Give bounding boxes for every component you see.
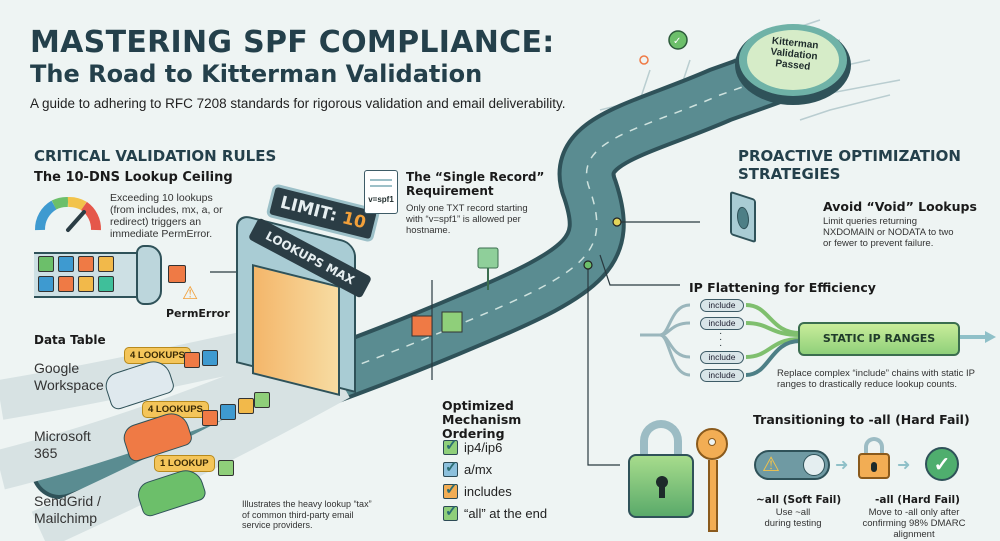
padlock-icon (628, 420, 694, 518)
cube-icon (220, 404, 236, 420)
arrow-icon: ➜ (835, 457, 849, 474)
checklist-label: includes (464, 483, 512, 499)
provider-label: Google Workspace (34, 360, 104, 393)
cube-icon (202, 350, 218, 366)
cube-icon (78, 276, 94, 292)
mechanism-checklist: ip4/ip6 a/mx includes “all” at the end (443, 436, 547, 524)
cube-icon (58, 276, 74, 292)
data-table-heading: Data Table (34, 333, 106, 347)
ip-flattening-text: Replace complex “include” chains with st… (777, 368, 975, 390)
warning-icon: ⚠ (762, 454, 780, 476)
provider-label: SendGrid / Mailchimp (34, 493, 101, 526)
soft-fail-text: Use ~all during testing (764, 507, 822, 529)
void-lookups-title: Avoid “Void” Lookups (823, 199, 977, 214)
mechanism-ordering-title: Optimized Mechanism Ordering (442, 398, 522, 441)
page-title: MASTERING SPF COMPLIANCE: (30, 25, 555, 60)
checklist-item: includes (443, 480, 547, 502)
gate-opening (252, 264, 340, 396)
ellipsis-icon: ··· (719, 328, 723, 351)
lookup-ceiling-title: The 10-DNS Lookup Ceiling (34, 170, 233, 185)
check-circle-icon: ✓ (925, 447, 959, 481)
cube-icon (202, 410, 218, 426)
limit-label: LIMIT: (278, 192, 340, 227)
single-record-title: The “Single Record” Requirement (406, 170, 545, 198)
cube-icon (78, 256, 94, 272)
include-pill: include (700, 299, 744, 312)
include-branches (640, 303, 996, 377)
checkbox-icon (443, 502, 458, 521)
ip-flattening-title: IP Flattening for Efficiency (689, 280, 876, 295)
checklist-label: “all” at the end (464, 505, 548, 521)
cube-icon (38, 256, 54, 272)
page-subtitle-heading: The Road to Kitterman Validation (30, 60, 483, 88)
checklist-label: ip4/ip6 (464, 439, 503, 455)
cube-icon (254, 392, 270, 408)
static-ip-pipe: STATIC IP RANGES (798, 322, 960, 356)
cube-icon (184, 352, 200, 368)
soft-fail-label: ~all (Soft Fail) (756, 494, 842, 506)
funnel-icon (136, 245, 162, 305)
document-icon: v=spf1 (364, 170, 398, 214)
page-subtitle: A guide to adhering to RFC 7208 standard… (30, 96, 566, 111)
arrow-icon: ➜ (897, 457, 911, 474)
lookup-ceiling-text: Exceeding 10 lookups (from includes, mx,… (110, 192, 223, 240)
critical-rules-heading: CRITICAL VALIDATION RULES (34, 147, 277, 165)
svg-text:✓: ✓ (673, 36, 681, 47)
cube-icon (218, 460, 234, 476)
checkbox-icon (443, 436, 458, 455)
warning-icon: ⚠ (182, 283, 199, 303)
include-pill: include (700, 317, 744, 330)
single-record-text: Only one TXT record starting with “v=spf… (406, 203, 528, 236)
cube-icon (98, 256, 114, 272)
cube-icon (38, 276, 54, 292)
checkbox-icon (443, 480, 458, 499)
checkbox-icon (443, 458, 458, 477)
soft-fail-toggle: ⚠ (754, 450, 830, 480)
checklist-item: “all” at the end (443, 502, 547, 524)
key-icon (696, 428, 728, 532)
small-padlock-icon (858, 437, 890, 479)
hard-fail-title: Transitioning to -all (Hard Fail) (753, 412, 970, 427)
cube-icon (238, 398, 254, 414)
include-pill: include (700, 369, 744, 382)
checklist-item: a/mx (443, 458, 547, 480)
checklist-label: a/mx (464, 461, 493, 477)
proactive-heading: PROACTIVE OPTIMIZATION STRATEGIES (738, 147, 961, 183)
void-portal-icon (730, 190, 756, 244)
permerror-label: PermError (166, 307, 230, 320)
gauge-icon (35, 197, 101, 232)
data-table-caption: Illustrates the heavy lookup “tax” of co… (242, 499, 372, 530)
cube-icon (98, 276, 114, 292)
proactive-heading-line2: STRATEGIES (738, 165, 841, 183)
checklist-item: ip4/ip6 (443, 436, 547, 458)
void-lookups-text: Limit queries returning NXDOMAIN or NODA… (823, 216, 954, 249)
document-label: v=spf1 (368, 195, 394, 204)
include-pill: include (700, 351, 744, 364)
provider-label: Microsoft 365 (34, 428, 91, 461)
hard-fail-label: -all (Hard Fail) (875, 494, 960, 506)
cube-icon (58, 256, 74, 272)
overflow-cube-icon (168, 265, 186, 283)
hard-fail-text: Move to -all only after confirming 98% D… (862, 507, 966, 540)
proactive-heading-line1: PROACTIVE OPTIMIZATION (738, 147, 961, 165)
